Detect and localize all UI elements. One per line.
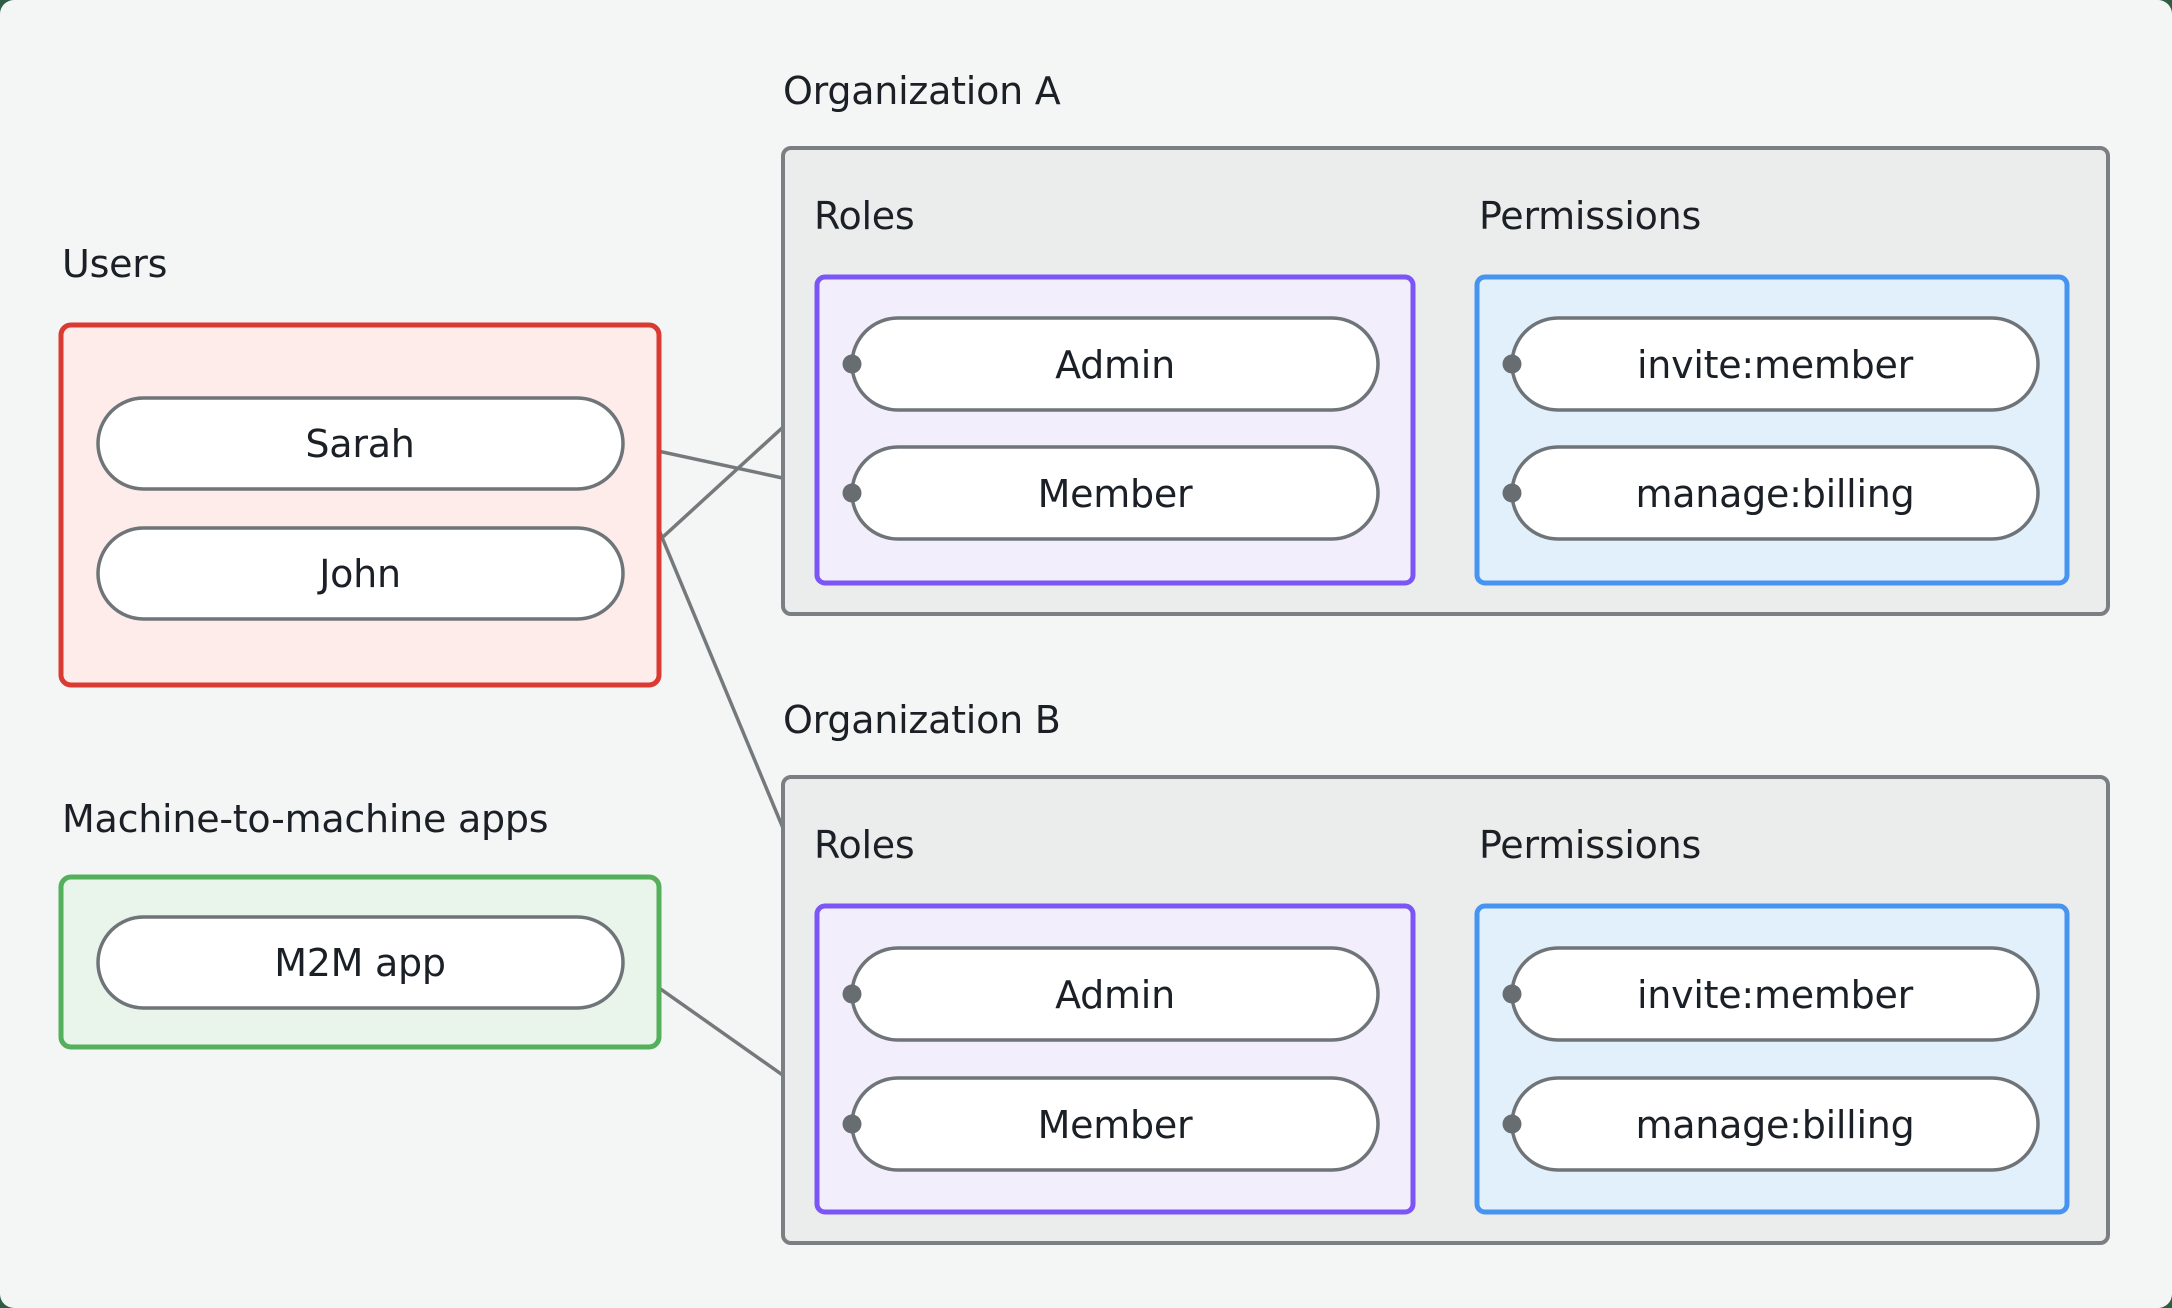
node-orga-member: Member — [850, 445, 1380, 541]
node-sarah-pill — [96, 396, 625, 491]
node-m2m-app-pill — [96, 915, 625, 1010]
node-john: John — [96, 526, 625, 621]
node-orgb-manage-billing: manage:billing — [1510, 1076, 2040, 1172]
dot-orga-manage — [1502, 483, 1522, 503]
dot-orgb-manage — [1502, 1114, 1522, 1134]
dot-orgb-member — [842, 1114, 862, 1134]
connector-dots — [842, 354, 1522, 1134]
m2m-group-label: Machine-to-machine apps — [62, 797, 548, 841]
node-john-pill — [96, 526, 625, 621]
node-orgb-admin: Admin — [850, 946, 1380, 1042]
users-group: Users Sarah John — [58, 242, 662, 688]
organization-a-title: Organization A — [783, 69, 1061, 113]
organization-b-roles-label: Roles — [814, 823, 914, 867]
node-orga-member-label: Member — [1038, 472, 1193, 516]
node-m2m-app-label: M2M app — [274, 941, 446, 985]
node-orga-invite-member-label: invite:member — [1637, 343, 1914, 387]
node-orgb-invite-member-label: invite:member — [1637, 973, 1914, 1017]
dot-orga-admin — [842, 354, 862, 374]
node-orga-invite-member: invite:member — [1510, 316, 2040, 412]
organization-a: Organization A Roles Admin Member Permis… — [781, 69, 2110, 616]
node-orgb-admin-label: Admin — [1055, 973, 1175, 1017]
node-orga-admin: Admin — [850, 316, 1380, 412]
dot-orga-invite — [1502, 354, 1522, 374]
m2m-group: Machine-to-machine apps M2M app — [58, 797, 662, 1050]
dot-orga-member — [842, 483, 862, 503]
dot-orgb-invite — [1502, 984, 1522, 1004]
organization-b-title: Organization B — [783, 698, 1061, 742]
node-orgb-invite-member: invite:member — [1510, 946, 2040, 1042]
node-orga-manage-billing-label: manage:billing — [1635, 472, 1914, 516]
organization-b-permissions-label: Permissions — [1479, 823, 1701, 867]
node-orgb-member-label: Member — [1038, 1103, 1193, 1147]
node-orga-manage-billing: manage:billing — [1510, 445, 2040, 541]
dot-orgb-admin — [842, 984, 862, 1004]
organization-b: Organization B Roles Admin Member Permis… — [781, 698, 2110, 1245]
node-sarah: Sarah — [96, 396, 625, 491]
node-orgb-member: Member — [850, 1076, 1380, 1172]
node-john-label: John — [317, 552, 401, 596]
users-group-box — [58, 322, 662, 688]
node-sarah-label: Sarah — [305, 422, 414, 466]
users-group-label: Users — [62, 242, 167, 286]
organization-a-roles-label: Roles — [814, 194, 914, 238]
node-m2m-app: M2M app — [96, 915, 625, 1010]
node-orga-admin-label: Admin — [1055, 343, 1175, 387]
organization-a-permissions-label: Permissions — [1479, 194, 1701, 238]
node-orgb-manage-billing-label: manage:billing — [1635, 1103, 1914, 1147]
